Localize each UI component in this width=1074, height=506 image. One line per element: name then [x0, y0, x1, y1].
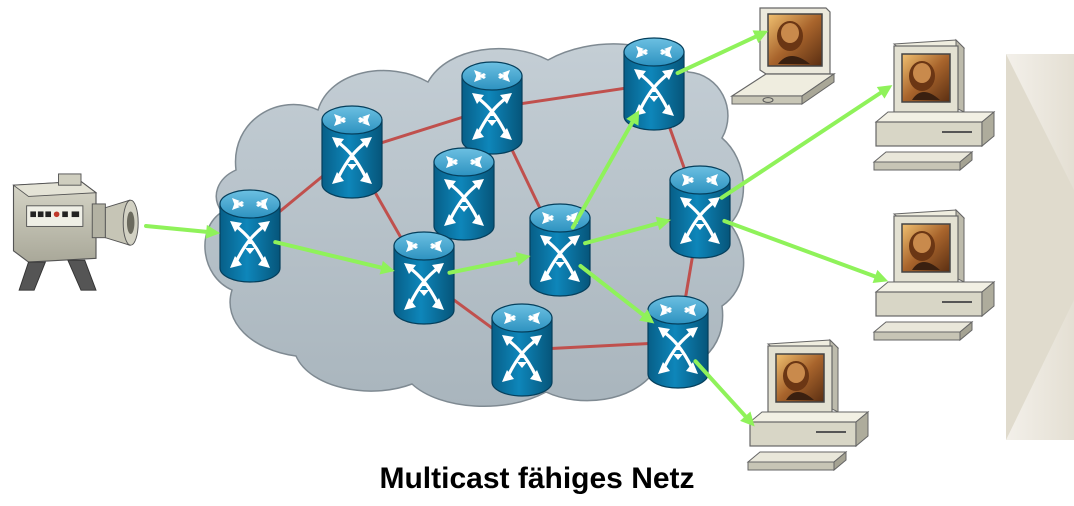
- multicast-link-r6-r10: [578, 263, 651, 321]
- arrowhead-r1-r5: [379, 260, 395, 275]
- router-icon-r9: [668, 164, 732, 260]
- arrowhead-r6-r9: [655, 216, 672, 231]
- desktop-pc-icon-pc1: [873, 39, 995, 171]
- multicast-link-r10-pc3: [693, 359, 752, 423]
- multicast-link-r6-r9: [583, 219, 666, 246]
- multicast-link-r8-laptop: [675, 32, 763, 76]
- multicast-paths: [144, 30, 893, 427]
- arrowhead-r6-r8: [626, 110, 640, 126]
- multicast-link-r9-pc2: [722, 218, 883, 281]
- arrowhead-r8-laptop: [752, 30, 769, 44]
- multicast-link-r6-r8: [570, 115, 638, 230]
- router-icon-r4: [432, 146, 496, 242]
- arrowhead-r6-r10: [638, 309, 655, 324]
- desktop-pc-icon-pc3: [746, 338, 870, 472]
- multicast-link-camera-r1: [144, 224, 215, 235]
- multicast-link-r9-pc1: [719, 87, 888, 200]
- desktop-pc-icon-pc2: [872, 208, 996, 342]
- arrowhead-r10-pc3: [740, 411, 755, 427]
- multicast-link-r5-r6: [447, 255, 525, 275]
- multicast-link-r1-r5: [273, 240, 390, 272]
- arrowhead-r9-pc1: [876, 85, 893, 99]
- diagram-caption: Multicast fähiges Netz: [379, 462, 695, 495]
- video-camera-icon-camera: [12, 173, 139, 291]
- arrowhead-camera-r1: [205, 224, 221, 239]
- router-icon-r7: [490, 302, 554, 398]
- router-icon-r2: [320, 104, 384, 200]
- router-icon-r1: [218, 188, 282, 284]
- arrowhead-r9-pc2: [872, 269, 889, 284]
- router-icon-r3: [460, 60, 524, 156]
- laptop-icon-laptop: [731, 7, 835, 105]
- arrowhead-r5-r6: [515, 252, 531, 266]
- router-icon-r5: [392, 230, 456, 326]
- right-arrow-tip: [1006, 54, 1074, 440]
- router-icon-r6: [528, 202, 592, 298]
- router-icon-r10: [646, 294, 710, 390]
